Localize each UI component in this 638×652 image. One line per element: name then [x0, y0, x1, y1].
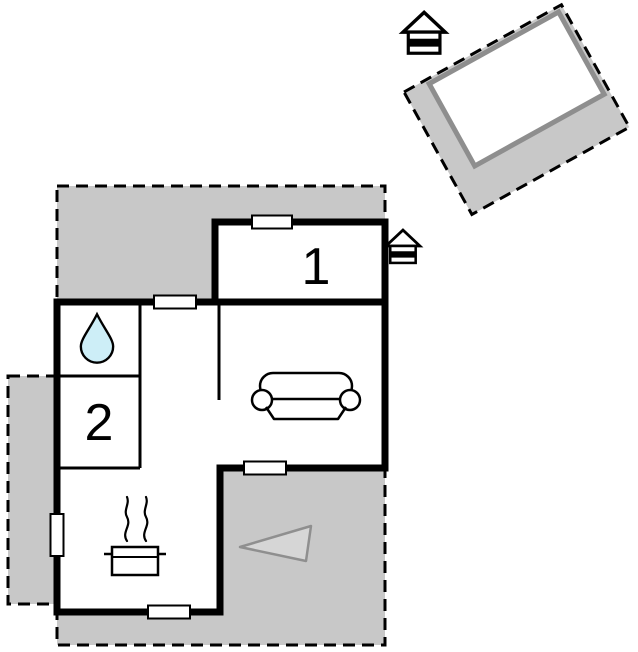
window-left — [49, 513, 65, 557]
annex-house-icon — [398, 9, 450, 55]
window-bottom — [147, 604, 191, 620]
window-living-bottom — [243, 460, 287, 476]
room-1-label: 1 — [302, 238, 331, 296]
sofa-icon — [250, 371, 362, 421]
annex-floor — [425, 8, 608, 170]
cooking-pot-icon — [104, 495, 166, 577]
main-house-icon — [382, 228, 424, 265]
triangle-marker — [238, 524, 313, 563]
water-drop-icon — [79, 311, 115, 364]
annex-building — [401, 2, 632, 217]
window-middle — [153, 294, 197, 310]
window-top — [251, 214, 293, 230]
plot-extension — [6, 374, 59, 606]
room-2-label: 2 — [85, 394, 114, 452]
